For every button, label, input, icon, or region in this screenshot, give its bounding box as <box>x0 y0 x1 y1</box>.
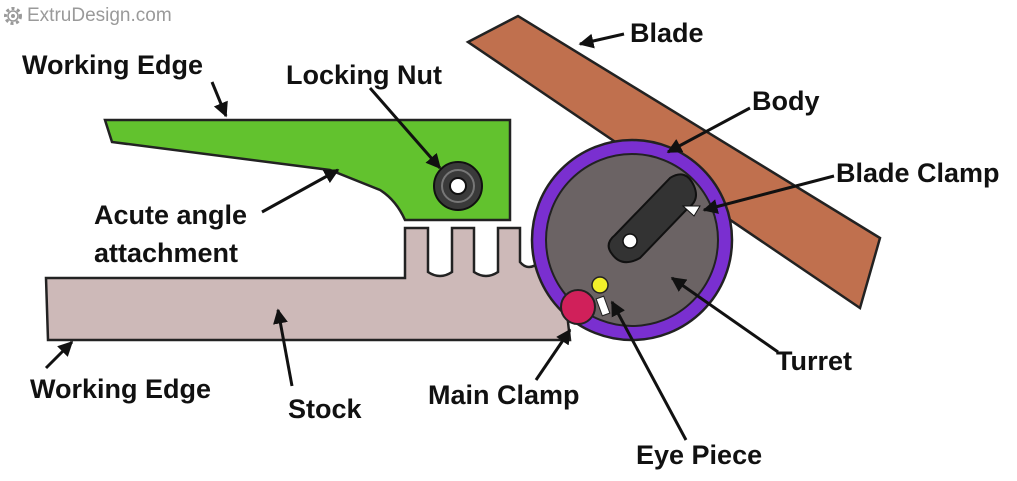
label-blade-clamp: Blade Clamp <box>836 158 1000 188</box>
leader-blade <box>578 32 625 49</box>
watermark: ExtruDesign.com <box>2 2 172 30</box>
label-main-clamp: Main Clamp <box>428 380 580 410</box>
leader-acute-angle <box>261 168 340 214</box>
leader-locking-nut <box>368 87 442 170</box>
label-working-edge-bottom: Working Edge <box>30 374 211 404</box>
label-acute-angle-line2: attachment <box>94 238 238 268</box>
leader-main-clamp <box>534 328 572 381</box>
leader-eye-piece <box>610 300 688 441</box>
blade-clamp <box>607 173 701 264</box>
leader-body <box>666 106 751 154</box>
label-turret: Turret <box>776 346 852 376</box>
leader-turret <box>670 276 779 354</box>
leader-lines <box>44 32 835 441</box>
label-body: Body <box>752 86 820 116</box>
stock <box>44 226 572 342</box>
gear-icon <box>4 7 22 25</box>
leader-working-edge-top <box>210 81 228 118</box>
eye-piece <box>591 276 609 294</box>
main-clamp <box>560 289 596 325</box>
label-eye-piece: Eye Piece <box>636 440 762 470</box>
label-acute-angle-line1: Acute angle <box>94 200 247 230</box>
locking-nut <box>433 161 483 211</box>
leader-blade-clamp <box>702 174 835 214</box>
acute-angle-attachment <box>103 118 512 222</box>
label-locking-nut: Locking Nut <box>286 60 442 90</box>
leader-stock <box>273 308 294 387</box>
label-stock: Stock <box>288 394 363 424</box>
label-blade: Blade <box>630 18 704 48</box>
watermark-text: ExtruDesign.com <box>27 5 172 26</box>
leader-working-edge-bottom <box>44 340 74 370</box>
label-working-edge-top: Working Edge <box>22 50 203 80</box>
